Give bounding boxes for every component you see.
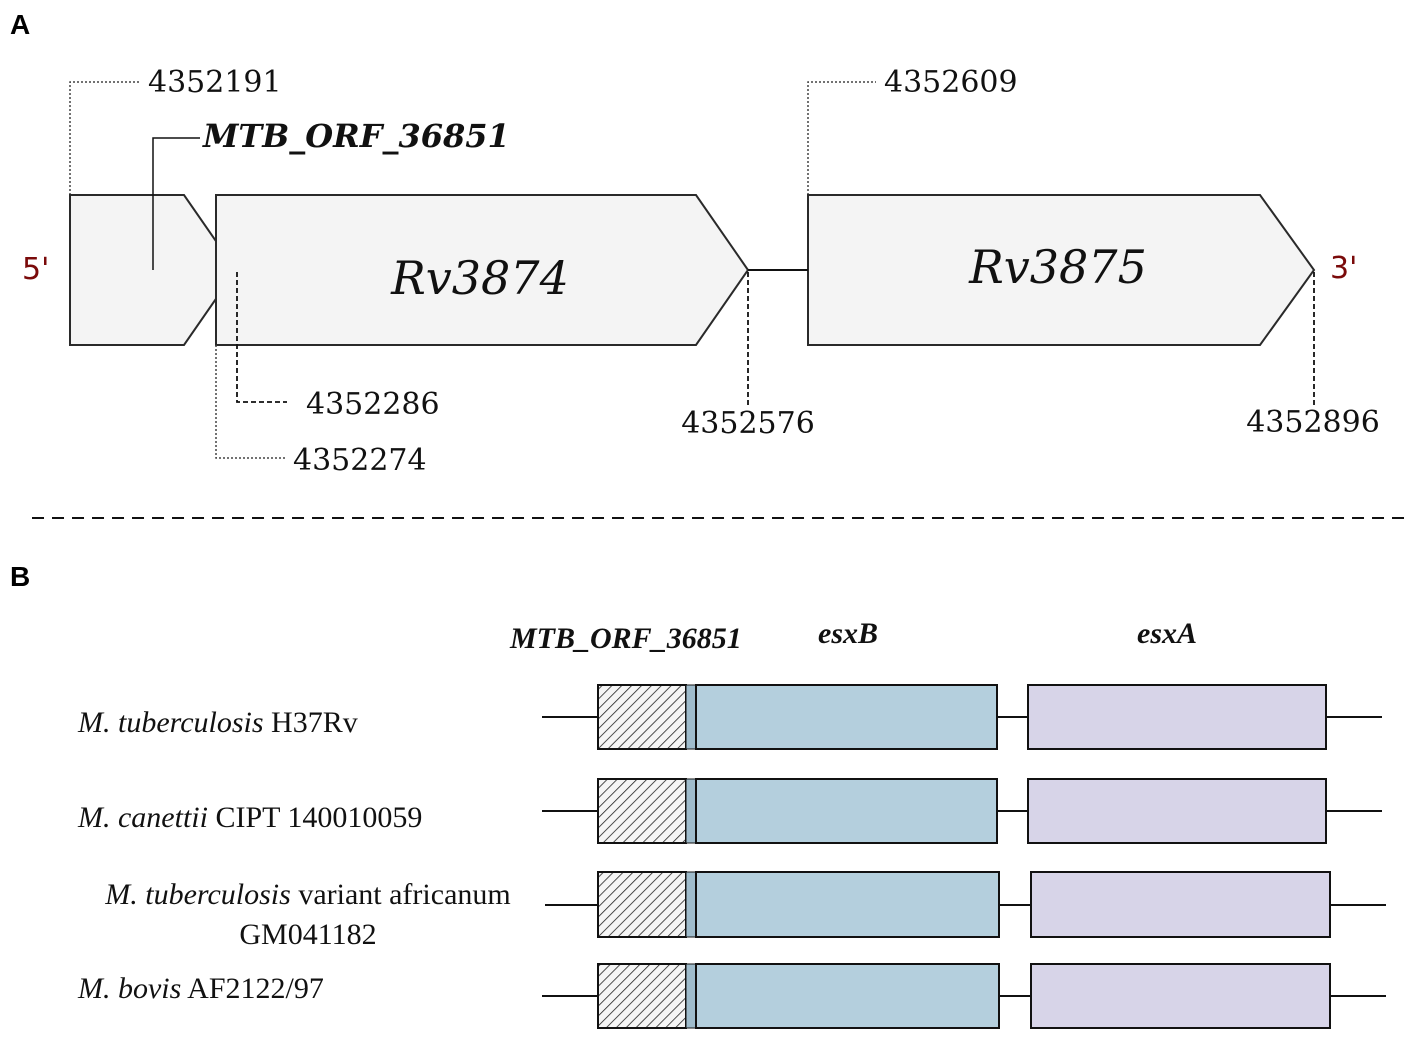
panel-b-label: B xyxy=(10,561,30,592)
esxB-block xyxy=(695,963,1000,1029)
strain-label: M. tuberculosis H37Rv xyxy=(77,706,358,739)
rv3875-label: Rv3875 xyxy=(968,240,1147,294)
orf-hatched-block xyxy=(597,684,687,750)
orf-name-label: MTB_ORF_36851 xyxy=(202,117,510,155)
coord-rv3875-end: 4352896 xyxy=(1246,405,1380,440)
coord-rv3875-start: 4352609 xyxy=(884,65,1018,100)
rv3875-arrow xyxy=(807,194,1316,346)
header-esxA: esxA xyxy=(1137,617,1197,650)
orf-hatched-block xyxy=(597,871,687,938)
orf-callout-line xyxy=(152,137,200,270)
strain-row-2: M. canettii CIPT 140010059 xyxy=(77,778,1382,844)
strain-label-line2: GM041182 xyxy=(239,918,376,951)
strain-row-4: M. bovis AF2122/97 xyxy=(77,963,1386,1029)
coord-rv3874-end: 4352576 xyxy=(681,406,815,441)
esxA-block xyxy=(1030,963,1331,1029)
orf-hatched-block xyxy=(597,778,687,844)
esxA-block xyxy=(1030,871,1331,938)
strain-label: M. tuberculosis variant africanum xyxy=(104,878,510,911)
species-name: M. bovis xyxy=(77,972,181,1005)
strain-row-1: M. tuberculosis H37Rv xyxy=(77,684,1382,750)
species-name: M. tuberculosis xyxy=(104,878,291,911)
esxB-block xyxy=(695,778,998,844)
strain-label: M. bovis AF2122/97 xyxy=(77,972,324,1005)
rv3874-label: Rv3874 xyxy=(390,251,569,305)
overlap-strip xyxy=(685,778,697,844)
orf-start-leader xyxy=(69,81,140,195)
species-name: M. canettii xyxy=(77,801,208,834)
strain-row-3: M. tuberculosis variant africanum GM0411… xyxy=(104,871,1386,951)
strain-suffix: H37Rv xyxy=(264,706,358,739)
overlap-strip xyxy=(685,963,697,1029)
overlap-strip xyxy=(685,871,697,938)
orf-end-leader xyxy=(236,272,287,403)
strain-suffix: CIPT 140010059 xyxy=(208,801,422,834)
three-prime-label: 3' xyxy=(1330,251,1357,286)
strain-suffix: AF2122/97 xyxy=(181,972,324,1005)
panel-a-label: A xyxy=(10,9,30,40)
strain-label: M. canettii CIPT 140010059 xyxy=(77,801,422,834)
rv3874-arrow xyxy=(215,194,750,346)
overlap-strip xyxy=(685,684,697,750)
species-name: M. tuberculosis xyxy=(77,706,264,739)
coord-orf-start: 4352191 xyxy=(148,65,282,100)
esxB-block xyxy=(695,871,1000,938)
esxB-block xyxy=(695,684,998,750)
rv3875-start-leader xyxy=(807,81,876,195)
five-prime-label: 5' xyxy=(22,252,49,287)
esxA-block xyxy=(1027,684,1327,750)
header-esxB: esxB xyxy=(818,617,878,650)
coord-rv3874-start: 4352274 xyxy=(293,443,427,478)
coord-orf-end: 4352286 xyxy=(306,387,440,422)
rv3874-start-leader xyxy=(215,345,286,459)
esxA-block xyxy=(1027,778,1327,844)
strain-suffix: variant africanum xyxy=(291,878,511,911)
orf-hatched-block xyxy=(597,963,687,1029)
header-orf: MTB_ORF_36851 xyxy=(509,622,742,655)
